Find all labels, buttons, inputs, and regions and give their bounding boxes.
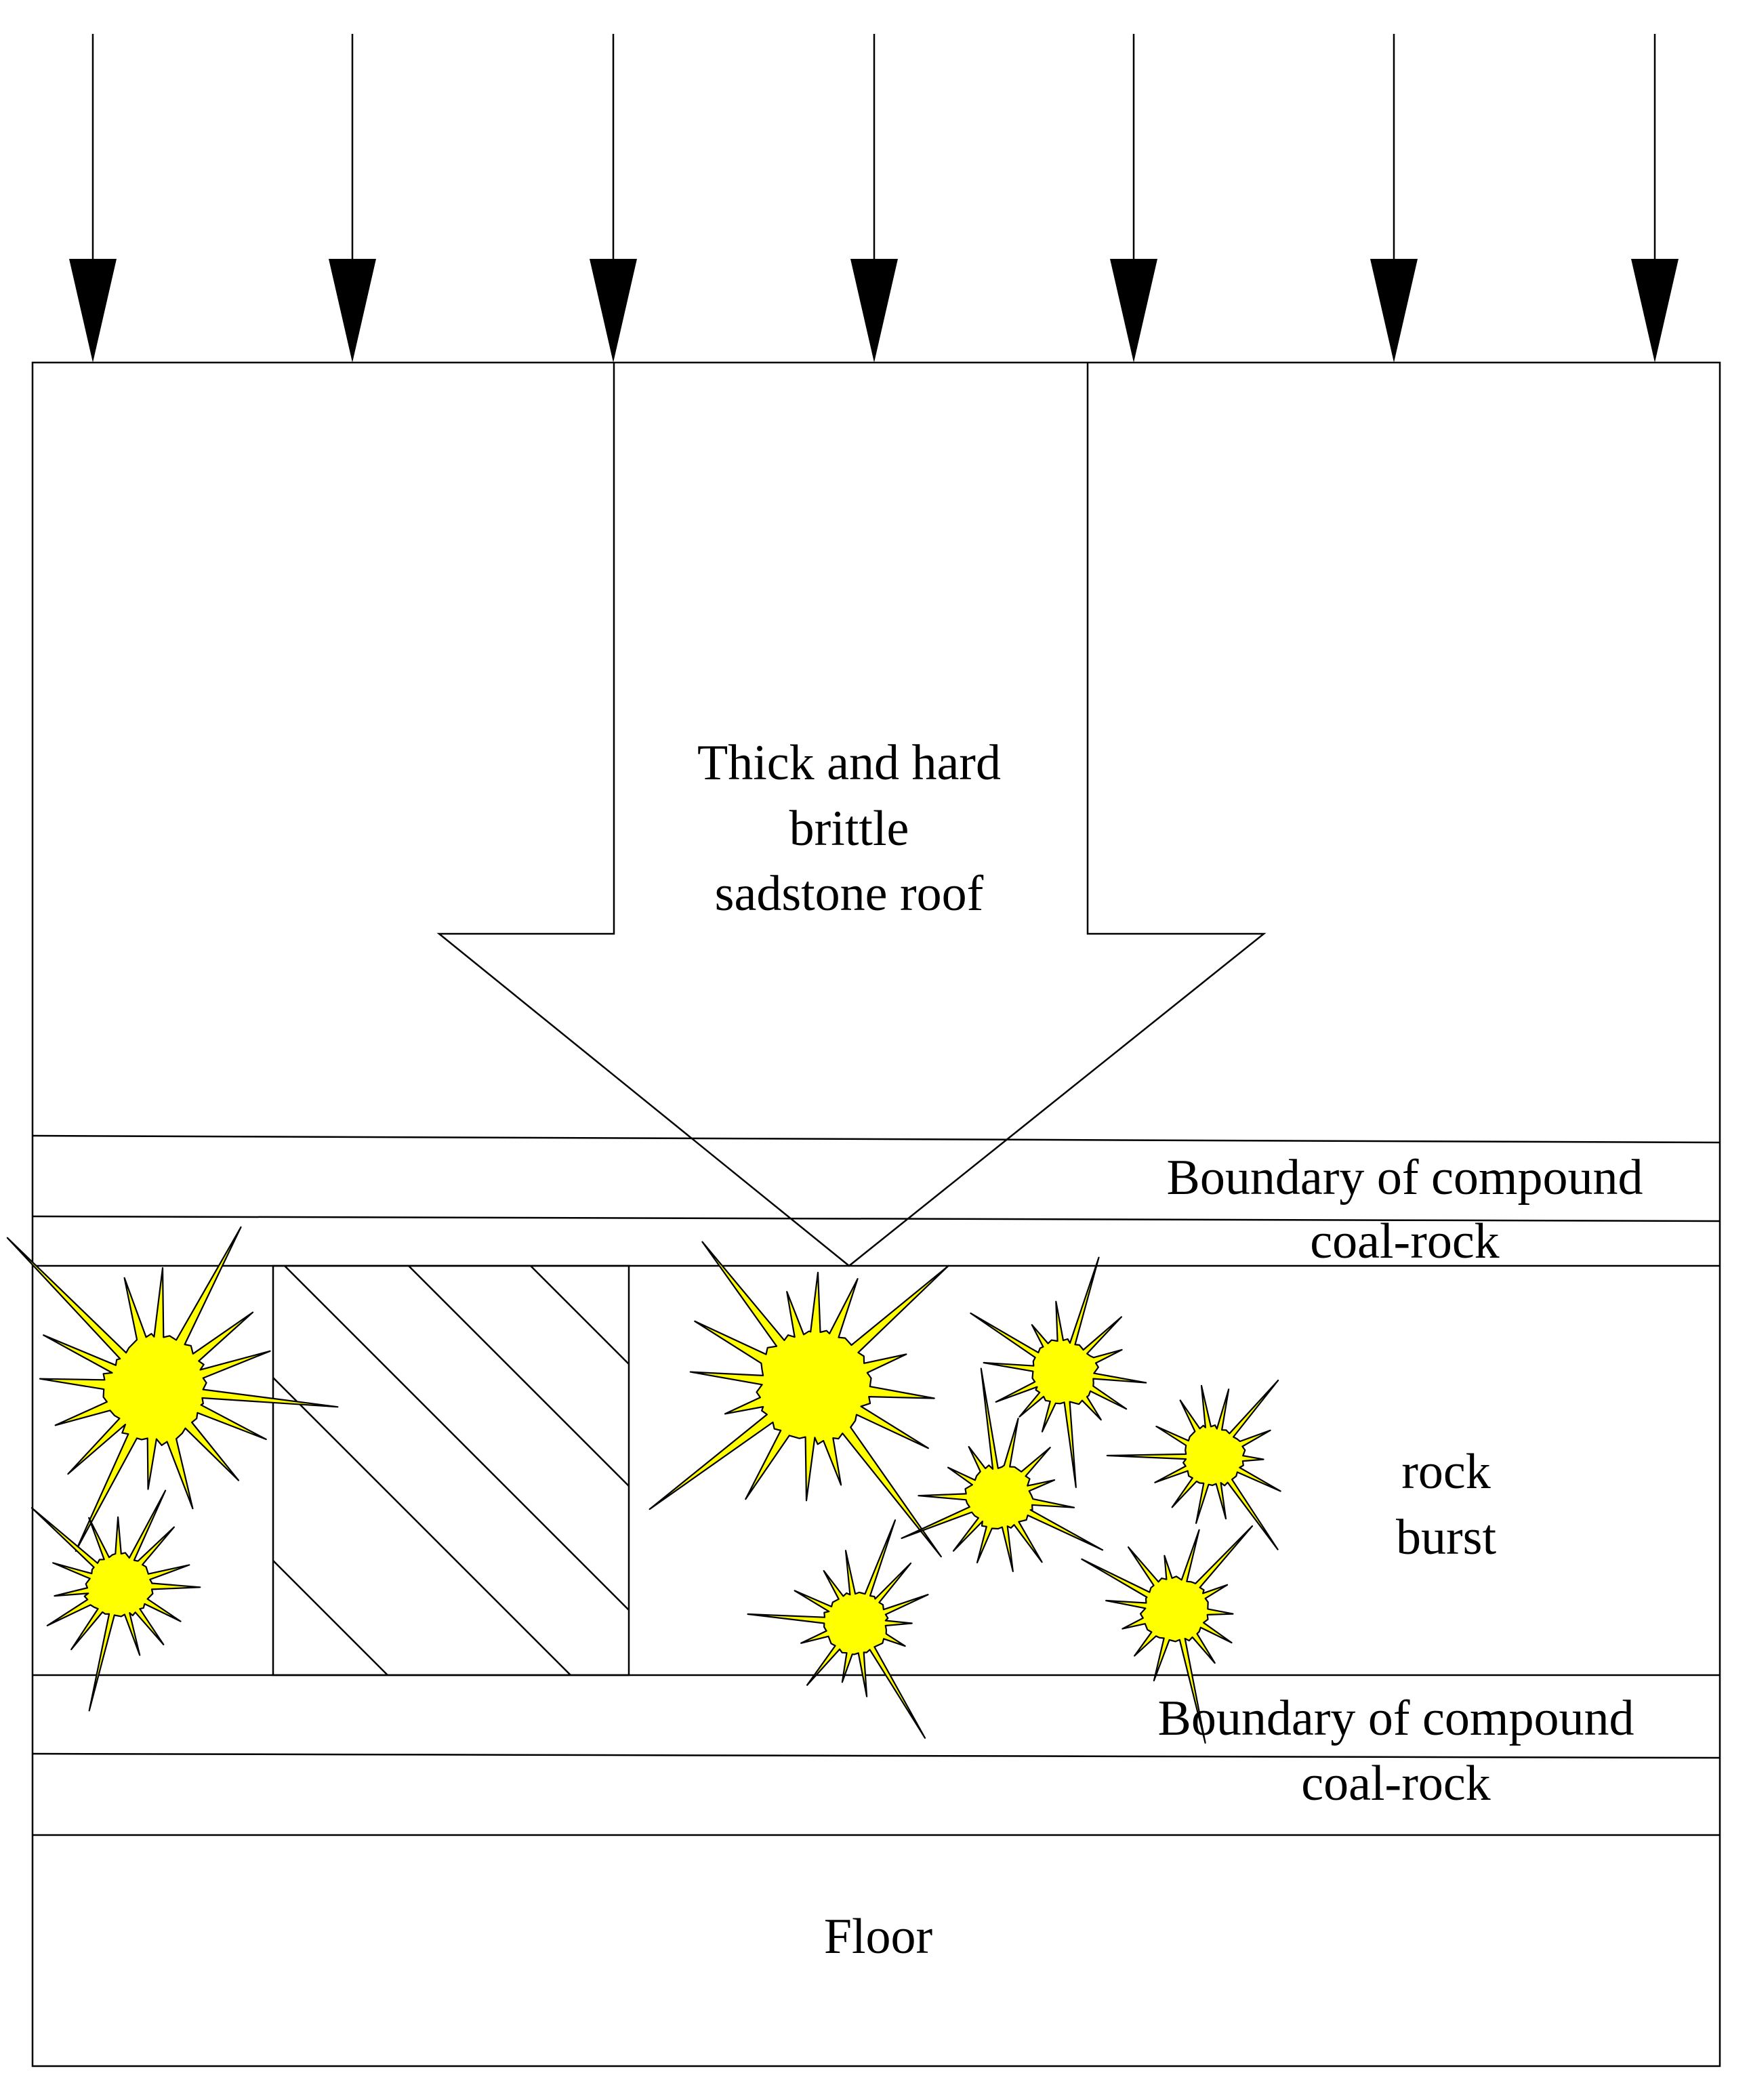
starburst-icon bbox=[6, 1226, 339, 1552]
upper-boundary-label-line-2: coal-rock bbox=[1310, 1214, 1499, 1269]
starburst-icon bbox=[1081, 1525, 1254, 1744]
starburst-icon bbox=[970, 1256, 1147, 1488]
rock-burst-group bbox=[6, 1226, 1281, 1744]
down-arrow-icon bbox=[850, 34, 898, 363]
rock-burst-label-line-2: burst bbox=[1396, 1510, 1496, 1565]
starburst-icon bbox=[30, 1489, 201, 1712]
lower-boundary-label-line-1: Boundary of compound bbox=[1158, 1691, 1634, 1746]
roof-label-line-1: Thick and hard bbox=[697, 735, 1001, 791]
starburst-icon bbox=[747, 1519, 929, 1739]
roof-label-line-2: brittle bbox=[789, 801, 909, 857]
hatched-pillar bbox=[272, 1264, 630, 1676]
floor-label: Floor bbox=[824, 1909, 932, 1964]
starburst-icon bbox=[901, 1367, 1104, 1572]
down-arrow-icon bbox=[590, 34, 637, 363]
down-arrow-icon bbox=[1631, 34, 1679, 363]
down-arrow-icon bbox=[69, 34, 117, 363]
starburst-icon bbox=[1106, 1380, 1281, 1550]
down-arrow-icon bbox=[1370, 34, 1418, 363]
rock-burst-label-line-1: rock bbox=[1401, 1444, 1491, 1500]
upper-boundary-line-1 bbox=[32, 1134, 1721, 1144]
strata-frame bbox=[31, 361, 1721, 2067]
lower-boundary-label-line-2: coal-rock bbox=[1301, 1756, 1490, 1811]
upper-boundary-label-line-1: Boundary of compound bbox=[1167, 1150, 1643, 1206]
roof-label-line-3: sadstone roof bbox=[715, 866, 984, 922]
starburst-icon bbox=[649, 1241, 949, 1558]
load-arrows bbox=[69, 34, 1679, 363]
down-arrow-icon bbox=[1110, 34, 1157, 363]
lower-boundary-line-1 bbox=[32, 1752, 1721, 1759]
upper-boundary-line-2 bbox=[32, 1215, 1721, 1222]
down-arrow-icon bbox=[329, 34, 376, 363]
